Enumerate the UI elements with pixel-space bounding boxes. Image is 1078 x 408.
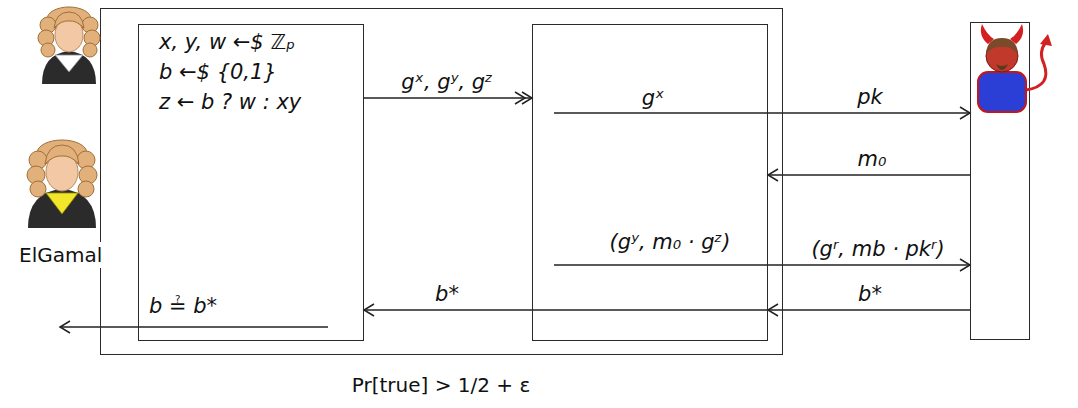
- devil-horn: [1010, 24, 1023, 44]
- label-holder: b*: [856, 281, 884, 307]
- text-holder: ElGamal: [17, 242, 104, 268]
- message-arrow: [768, 264, 970, 266]
- text-holder: b ≟ b*: [149, 293, 217, 319]
- arrow-head: [515, 92, 525, 104]
- arrow-head: [768, 169, 778, 181]
- arrow-head: [522, 92, 532, 104]
- devil-beard: [996, 64, 1008, 70]
- text-holder: b ←$ {0,1}: [159, 59, 277, 85]
- arrow-head: [364, 304, 374, 316]
- arrow-head: [60, 321, 70, 333]
- reduction-box: gˣ (gʸ, m₀ · gᶻ): [532, 24, 768, 341]
- caption-holder: Pr[true] > 1/2 + ε: [352, 372, 531, 398]
- judge-icon: [27, 140, 97, 228]
- message-label: b*: [856, 281, 884, 307]
- wig-fringe: [45, 145, 79, 164]
- text-holder: gˣ: [642, 85, 665, 111]
- inner-wire: [554, 112, 768, 114]
- message-arrow: [768, 112, 970, 114]
- devil-horn: [981, 24, 994, 44]
- wig-curl: [30, 181, 46, 197]
- message-arrow: [768, 174, 970, 176]
- devil-icon: [978, 24, 1052, 112]
- devil-body: [978, 72, 1026, 112]
- arrow-head: [960, 107, 970, 119]
- judge-icon: [38, 7, 100, 84]
- challenger-box: x, y, w ←$ ℤₚ b ←$ {0,1} z ← b ? w : xy b ≟…: [138, 24, 364, 341]
- devil-tail-tip: [1040, 34, 1052, 46]
- message-arrow: [768, 309, 970, 311]
- arrow-head: [768, 304, 778, 316]
- wig-curl: [83, 43, 97, 57]
- inner-wire: [554, 264, 768, 266]
- judge-collar: [55, 55, 83, 72]
- assignment-step: z ← b ? w : xy: [159, 89, 301, 115]
- scheme-name: ElGamal: [17, 242, 104, 268]
- judge-collar: [46, 193, 78, 214]
- wig-curl: [78, 181, 94, 197]
- message-arrow: [364, 97, 532, 99]
- message-arrow: [364, 309, 532, 311]
- label-holder: gˣ, gʸ, gᶻ: [399, 69, 495, 95]
- message-text: gˣ: [642, 85, 665, 111]
- message-label: gˣ, gʸ, gᶻ: [399, 69, 495, 95]
- label-holder: (gʳ, mb · pkʳ): [809, 236, 946, 262]
- label-holder: m₀: [856, 146, 889, 172]
- judge-wig: [38, 7, 100, 57]
- text-holder: z ← b ? w : xy: [159, 89, 301, 115]
- label-holder: b*: [433, 281, 461, 307]
- text-holder: (gʸ, m₀ · gᶻ): [610, 229, 731, 255]
- message-label: (gʳ, mb · pkʳ): [809, 236, 946, 262]
- label-holder: pk: [855, 84, 885, 110]
- message-label: b*: [433, 281, 461, 307]
- sampling-step: x, y, w ←$ ℤₚ: [159, 29, 295, 55]
- inner-wire: [532, 309, 768, 311]
- wig-curl: [41, 43, 55, 57]
- arrow-head: [960, 259, 970, 271]
- sampling-step: b ←$ {0,1}: [159, 59, 277, 85]
- message-text: (gʸ, m₀ · gᶻ): [610, 229, 731, 255]
- probability-caption: Pr[true] > 1/2 + ε: [352, 372, 531, 398]
- message-label: pk: [855, 84, 885, 110]
- check-step: b ≟ b*: [149, 293, 217, 319]
- message-label: m₀: [856, 146, 889, 172]
- judge-wig: [27, 140, 97, 197]
- devil-tail: [1026, 42, 1046, 90]
- wig-fringe: [54, 12, 84, 28]
- text-holder: x, y, w ←$ ℤₚ: [159, 29, 295, 55]
